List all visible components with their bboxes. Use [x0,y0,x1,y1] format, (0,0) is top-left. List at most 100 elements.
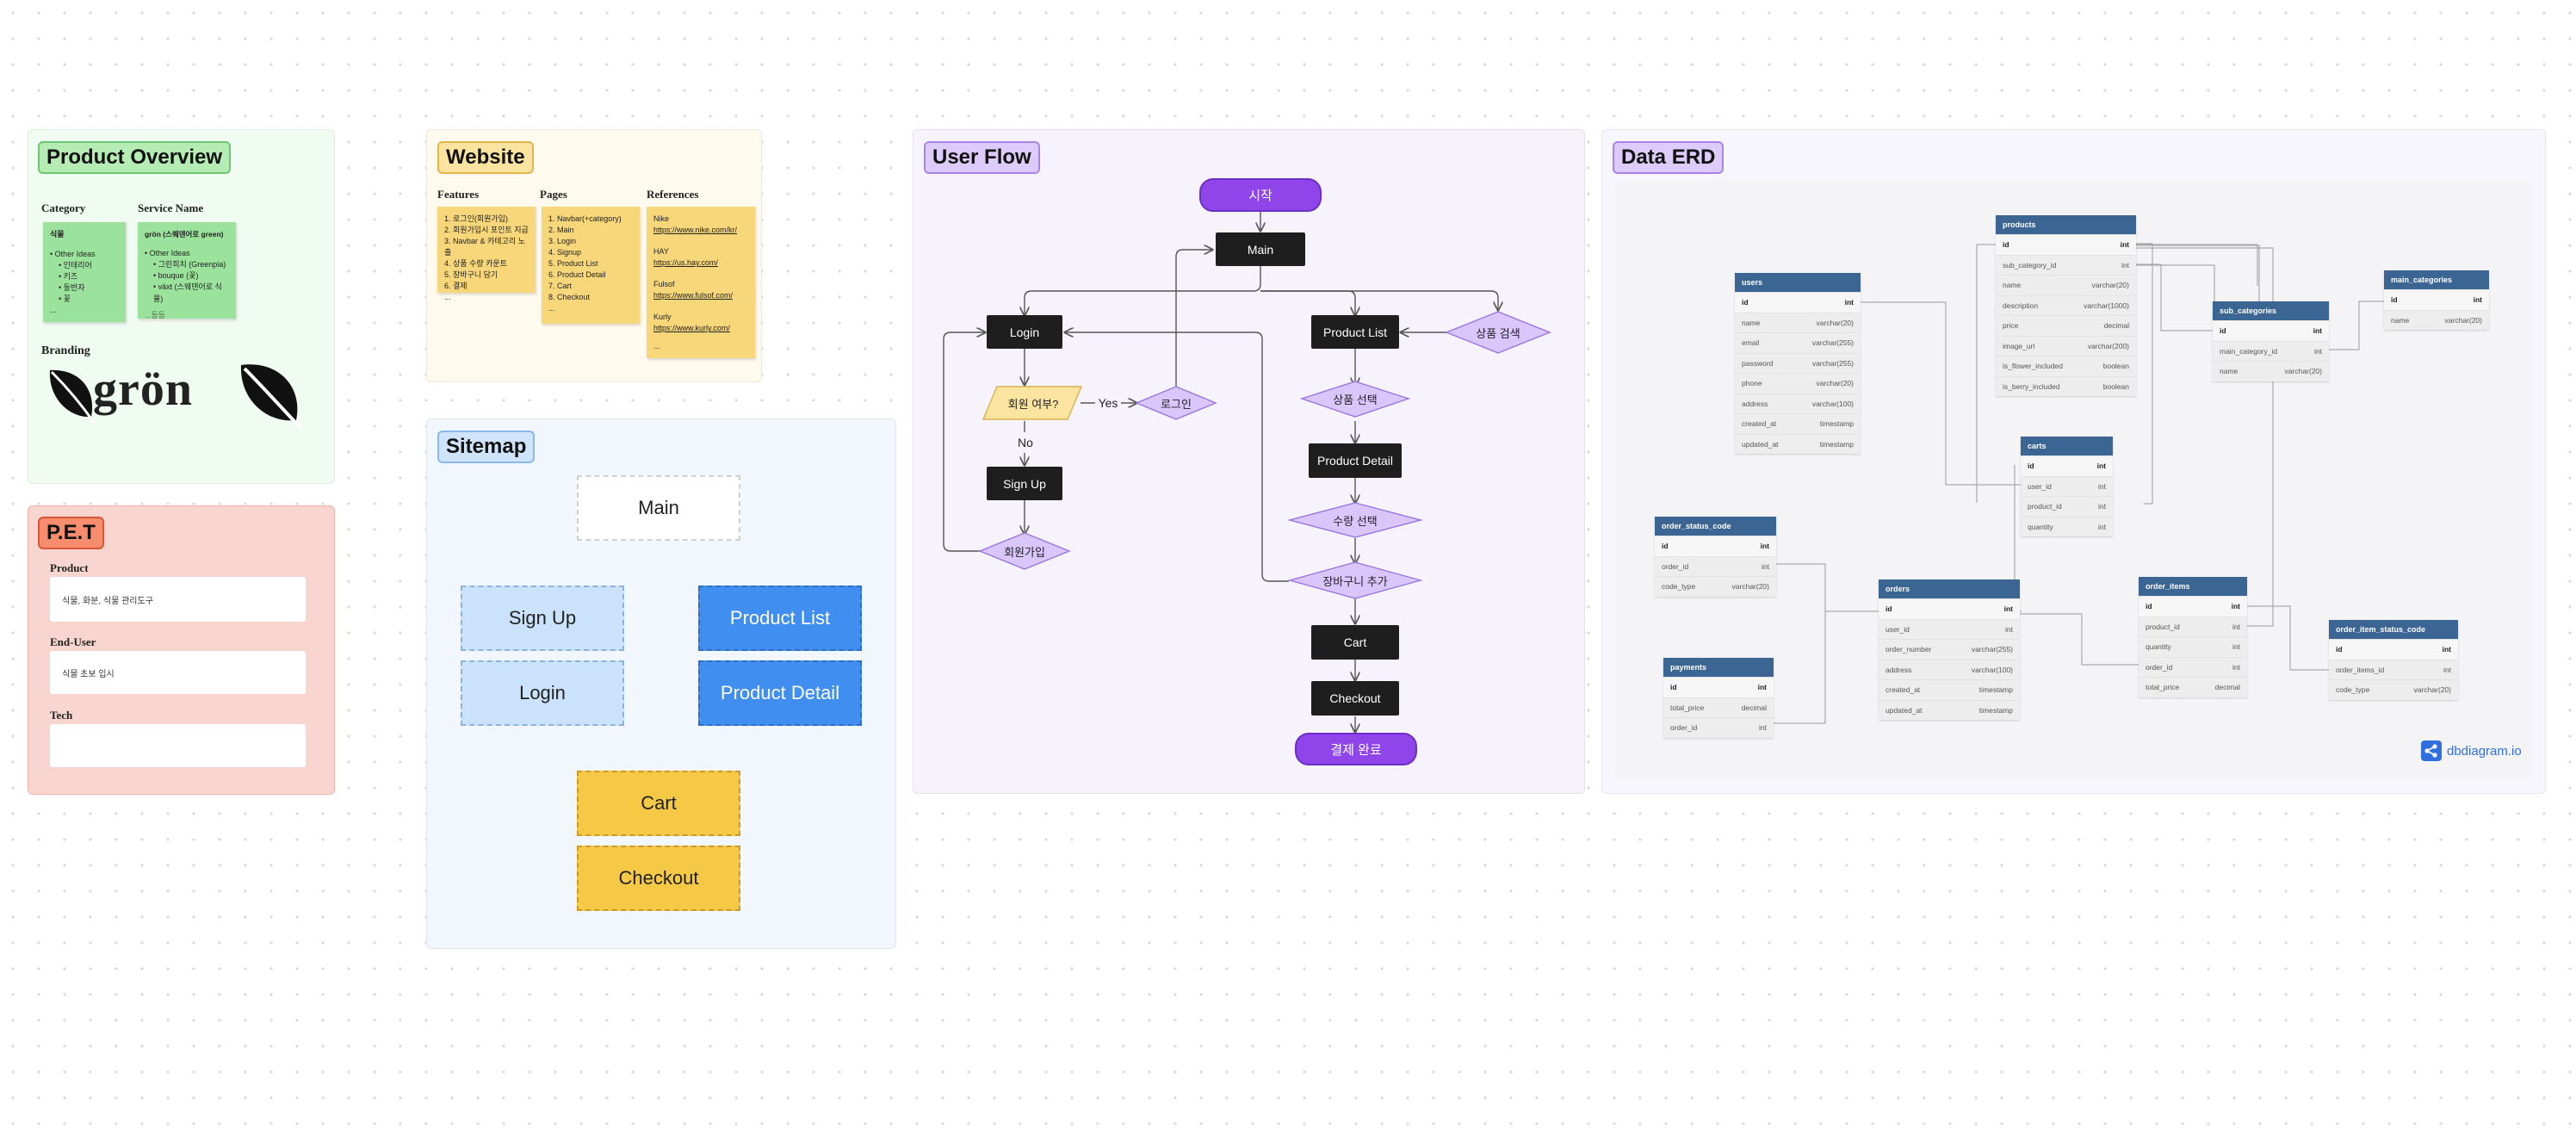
erd-col-type: varchar(100) [1811,399,1854,408]
sitemap-cart[interactable]: Cart [577,771,740,836]
flow-yes-label: Yes [1098,396,1118,410]
category-sticky[interactable]: 식물 • Other Ideas • 인테리어 • 키즈 • 동반자 • 꽃 .… [43,222,126,322]
features-item: 1. 로그인(회원가입) [444,214,508,223]
features-item: 3. Navbar & 카테고리 노출 [444,237,525,257]
sitemap-signup[interactable]: Sign Up [461,585,624,651]
reference-link[interactable]: https://www.fulsof.com/ [653,291,734,300]
reference-link[interactable]: https://www.kurly.com/ [653,324,730,333]
flow-done[interactable]: 결제 완료 [1295,733,1417,765]
dbdiagram-brand[interactable]: dbdiagram.io [2421,740,2522,761]
erd-col-name: user_id [1886,624,1910,634]
flow-checkout[interactable]: Checkout [1311,681,1399,716]
erd-col-type: varchar(200) [2087,341,2129,350]
pages-item: 4. Signup [548,248,582,257]
erd-table-title: orders [1879,579,2020,598]
category-sticky-item: • 인테리어 [59,261,92,270]
website-title[interactable]: Website [437,141,534,174]
erd-col-name: created_at [1742,419,1777,428]
service-name-sticky[interactable]: grön (스웨덴어로 green) • Other Ideas • 그린피치 … [138,222,236,319]
erd-col-name: order_items_id [2336,665,2385,674]
erd-col-type: int [2005,624,2013,634]
user-flow-title[interactable]: User Flow [924,141,1040,174]
erd-col-name: name [2220,367,2239,375]
erd-col-name: id [2028,462,2034,470]
flow-login[interactable]: Login [987,315,1062,349]
erd-col-name: id [1670,683,1677,691]
erd-col-name: total_price [1670,703,1705,712]
reference-name: Fulsof [653,280,675,289]
flow-cart[interactable]: Cart [1311,625,1399,660]
pet-title[interactable]: P.E.T [38,517,104,549]
references-sticky[interactable]: Nike https://www.nike.com/kr/ HAY https:… [647,207,755,358]
sitemap-product-list[interactable]: Product List [698,585,862,651]
flow-member-check[interactable]: 회원 여부? [1007,397,1059,411]
sitemap-login[interactable]: Login [461,660,624,726]
erd-col-name: password [1742,358,1774,368]
pet-tech-label: Tech [50,709,73,722]
reference-link[interactable]: https://us.hay.com/ [653,258,718,268]
erd-col-name: order_id [1670,723,1698,732]
erd-col-type: int [2232,622,2240,631]
erd-col-type: int [1844,298,1854,307]
features-item: 5. 장바구니 담기 [444,270,498,280]
flow-start[interactable]: 시작 [1199,178,1322,212]
erd-col-name: code_type [1662,582,1696,591]
flow-select[interactable]: 상품 선택 [1333,393,1378,406]
sitemap-main[interactable]: Main [577,475,740,541]
reference-link[interactable]: https://www.nike.com/kr/ [653,226,738,235]
service-sticky-intro: • Other Ideas [145,249,190,258]
sitemap-checkout[interactable]: Checkout [577,846,740,911]
flow-signup[interactable]: Sign Up [987,467,1062,500]
pet-tech-field[interactable] [50,724,306,767]
erd-title[interactable]: Data ERD [1613,141,1725,174]
flow-search[interactable]: 상품 검색 [1476,326,1520,340]
flow-product-list[interactable]: Product List [1311,315,1399,349]
flow-main[interactable]: Main [1216,232,1305,266]
erd-col-type: int [2120,240,2129,249]
flow-login-kr[interactable]: 로그인 [1161,397,1192,411]
sitemap-title[interactable]: Sitemap [437,431,536,463]
pet-enduser-field[interactable]: 식물 초보 입시 [50,651,306,694]
flow-product-detail[interactable]: Product Detail [1309,443,1402,478]
features-sticky[interactable]: 1. 로그인(회원가입) 2. 회원가입시 포인트 지급 3. Navbar &… [437,207,536,301]
pet-product-field[interactable]: 식물, 화분, 식물 관리도구 [50,577,306,622]
flow-qty[interactable]: 수량 선택 [1333,514,1378,528]
qty-shape [1287,502,1423,538]
erd-col-type: timestamp [1819,419,1854,428]
erd-col-name: order_id [1662,561,1689,571]
erd-col-type: timestamp [1819,439,1854,449]
features-item: 4. 상품 수량 카운트 [444,259,507,269]
flow-join[interactable]: 회원가입 [1004,545,1045,559]
erd-col-name: address [1886,665,1912,674]
erd-table-title: users [1735,273,1861,292]
erd-col-type: int [2098,522,2106,531]
sitemap-product-detail[interactable]: Product Detail [698,660,862,726]
erd-col-name: id [2220,326,2226,335]
erd-col-type: int [2232,662,2240,672]
user-flow-title-text: User Flow [932,146,1031,169]
flow-add-cart[interactable]: 장바구니 추가 [1322,574,1388,588]
erd-col-name: price [2003,321,2019,330]
erd-col-type: int [2473,295,2482,304]
erd-col-type: varchar(20) [2413,685,2451,694]
erd-col-type: decimal [2214,683,2240,691]
erd-col-name: id [1886,604,1892,613]
share-icon [2421,740,2442,761]
pet-product-label: Product [50,561,89,574]
service-sticky-item: • 그린피치 (Greenpia) [153,260,226,270]
product-overview-title[interactable]: Product Overview [38,141,232,174]
pages-sticky[interactable]: 1. Navbar(+category) 2. Main 3. Login 4.… [542,207,640,324]
reference-name: Nike [653,214,670,223]
brand-logo-wordmark: grön [93,362,193,416]
